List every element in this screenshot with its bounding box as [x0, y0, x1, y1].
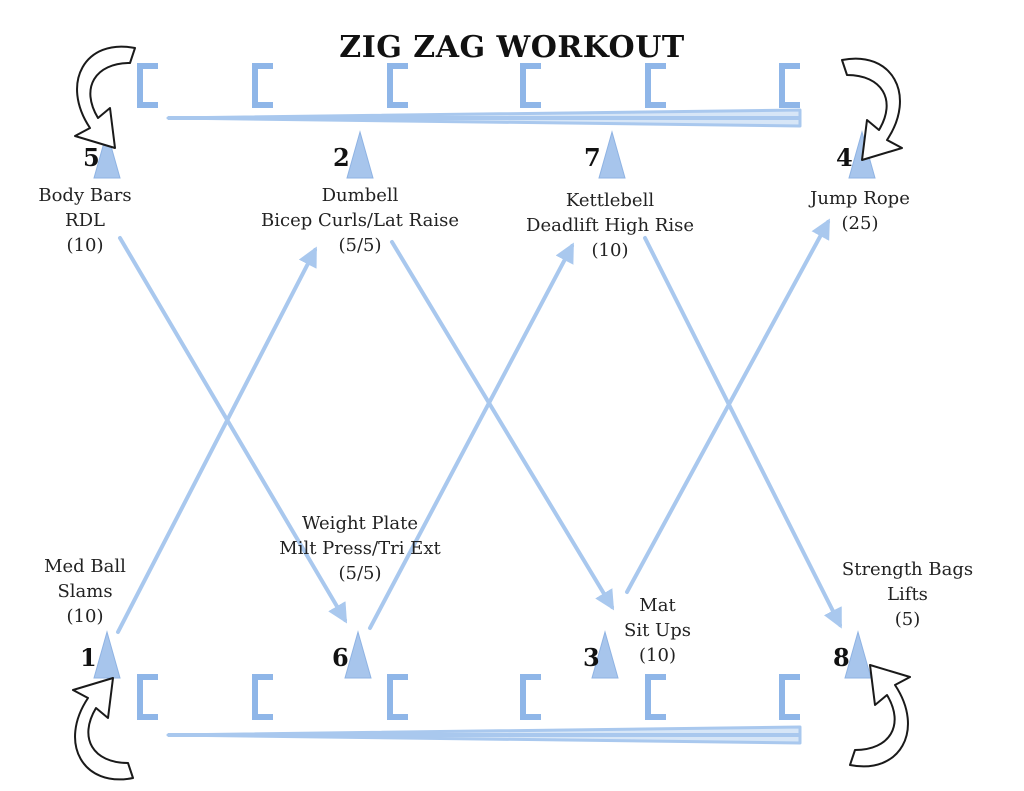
arrow-1-to-2 [116, 246, 317, 634]
station-4-name: Jump Rope [810, 188, 910, 209]
bracket-icon [779, 674, 800, 720]
station-number-1: 1 [80, 643, 97, 672]
station-8-name: Strength Bags [841, 559, 974, 580]
turn-arrow-bottom-right [849, 664, 911, 768]
station-7-exercise: Deadlift High Rise [526, 215, 694, 236]
station-label-7: Kettlebell Deadlift High Rise (10) [505, 188, 715, 263]
station-number-7: 7 [584, 143, 601, 172]
station-5-exercise: RDL [65, 210, 105, 231]
station-6-name: Weight Plate [302, 513, 418, 534]
station-8-exercise: Lifts [887, 584, 928, 605]
curved-arrow-icon [841, 57, 903, 161]
top-return-arrow [166, 108, 802, 128]
station-1-reps: (10) [66, 606, 104, 627]
station-6-exercise: Milt Press/Tri Ext [279, 538, 441, 559]
arrow-7-to-8 [643, 236, 842, 629]
curved-arrow-icon [74, 45, 136, 149]
bracket-icon [137, 674, 158, 720]
cone-icon-7 [598, 130, 626, 179]
bracket-icon [387, 63, 408, 108]
station-label-1: Med Ball Slams (10) [25, 554, 145, 629]
bracket-icon [252, 674, 273, 720]
station-number-4: 4 [836, 143, 853, 172]
cone-icon-3 [591, 630, 619, 679]
station-2-reps: (5/5) [338, 235, 382, 256]
station-label-4: Jump Rope (25) [790, 186, 930, 236]
bracket-icon [520, 674, 541, 720]
turn-arrow-top-left [74, 45, 136, 149]
cone-icon-6 [344, 630, 372, 679]
bracket-icon [645, 674, 666, 720]
station-number-3: 3 [583, 643, 600, 672]
station-label-5: Body Bars RDL (10) [20, 183, 150, 258]
station-7-name: Kettlebell [565, 190, 655, 211]
arrow-5-to-6 [118, 236, 348, 624]
station-3-exercise: Sit Ups [624, 620, 691, 641]
station-2-name: Dumbell [321, 185, 399, 206]
turn-arrow-bottom-left [72, 677, 134, 781]
arrow-6-to-7 [368, 242, 574, 630]
bracket-icon [137, 63, 158, 108]
station-label-8: Strength Bags Lifts (5) [830, 557, 985, 632]
page-title: ZIG ZAG WORKOUT [339, 30, 685, 65]
station-6-reps: (5/5) [338, 563, 382, 584]
bracket-icon [520, 63, 541, 108]
bottom-return-arrow [166, 725, 802, 745]
cone-icon-5 [93, 130, 121, 179]
curved-arrow-icon [849, 664, 911, 768]
bracket-icon [252, 63, 273, 108]
bracket-icon [779, 63, 800, 108]
arrow-2-to-3 [390, 240, 615, 611]
station-8-reps: (5) [894, 609, 921, 630]
curved-arrow-icon [72, 677, 134, 781]
bracket-icon [645, 63, 666, 108]
cone-icon-1 [93, 630, 121, 679]
station-5-name: Body Bars [38, 185, 132, 206]
station-3-reps: (10) [639, 645, 676, 666]
bracket-icon [387, 674, 408, 720]
station-2-exercise: Bicep Curls/Lat Raise [261, 210, 459, 231]
station-label-6: Weight Plate Milt Press/Tri Ext (5/5) [255, 511, 465, 586]
station-1-name: Med Ball [44, 556, 126, 577]
station-label-2: Dumbell Bicep Curls/Lat Raise (5/5) [235, 183, 485, 258]
station-1-exercise: Slams [57, 581, 113, 602]
station-4-reps: (25) [841, 213, 879, 234]
cone-icon-8 [844, 630, 872, 679]
station-number-2: 2 [333, 143, 350, 172]
cone-icon-2 [346, 130, 374, 179]
turn-arrow-top-right [841, 57, 903, 161]
station-7-reps: (10) [591, 240, 629, 261]
station-5-reps: (10) [66, 235, 104, 256]
station-label-3: Mat Sit Ups (10) [610, 593, 705, 668]
arrow-3-to-4 [625, 218, 830, 594]
station-number-5: 5 [83, 143, 100, 172]
station-number-6: 6 [332, 643, 349, 672]
station-number-8: 8 [833, 643, 850, 672]
station-3-name: Mat [639, 595, 676, 616]
